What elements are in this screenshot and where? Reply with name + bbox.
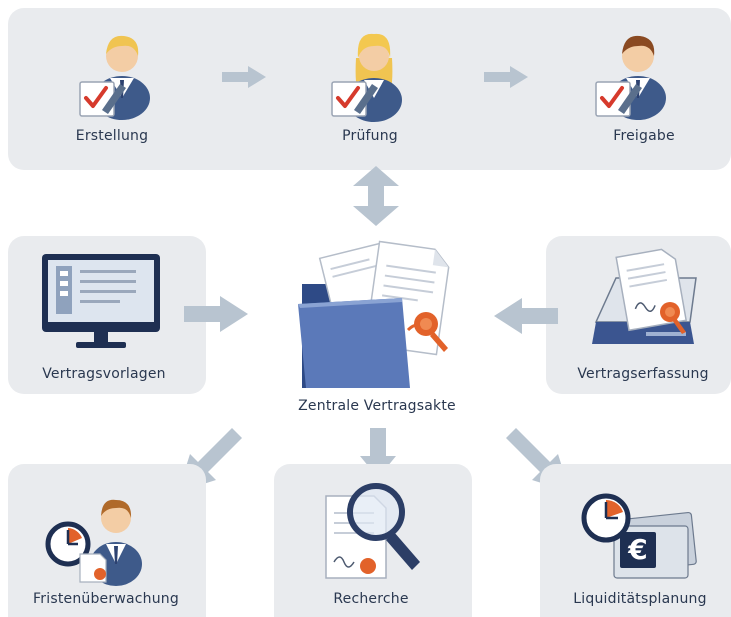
magnifier-document-icon [322,478,426,584]
output-label-fristenueberwachung: Fristenüberwachung [33,591,179,607]
reviewer-person-icon [331,24,404,122]
output-label-liquiditaetsplanung: Liquiditätsplanung [573,591,707,607]
arrow-right-icon [484,66,528,88]
step-label-freigabe: Freigabe [613,128,675,144]
arrow-right-icon [222,66,266,88]
arrow-left-icon [494,298,558,334]
approver-person-icon [595,26,668,122]
author-person-icon [79,26,152,122]
monitor-icon [42,254,160,352]
step-label-pruefung: Prüfung [342,128,398,144]
input-label-vertragserfassung: Vertragserfassung [577,366,709,382]
svg-text:€: € [627,533,647,566]
input-label-vertragsvorlagen: Vertragsvorlagen [42,366,166,382]
output-label-recherche: Recherche [333,591,409,607]
clock-money-icon: € [580,488,697,588]
deadline-panel [8,464,206,617]
arrow-right-icon [184,296,248,332]
contract-folder-icon [298,238,464,388]
center-label: Zentrale Vertragsakte [298,398,456,414]
scanner-icon [590,248,700,358]
step-label-erstellung: Erstellung [75,128,149,144]
double-arrow-vertical-icon [353,166,399,226]
deadline-person-clock-icon [45,486,146,586]
